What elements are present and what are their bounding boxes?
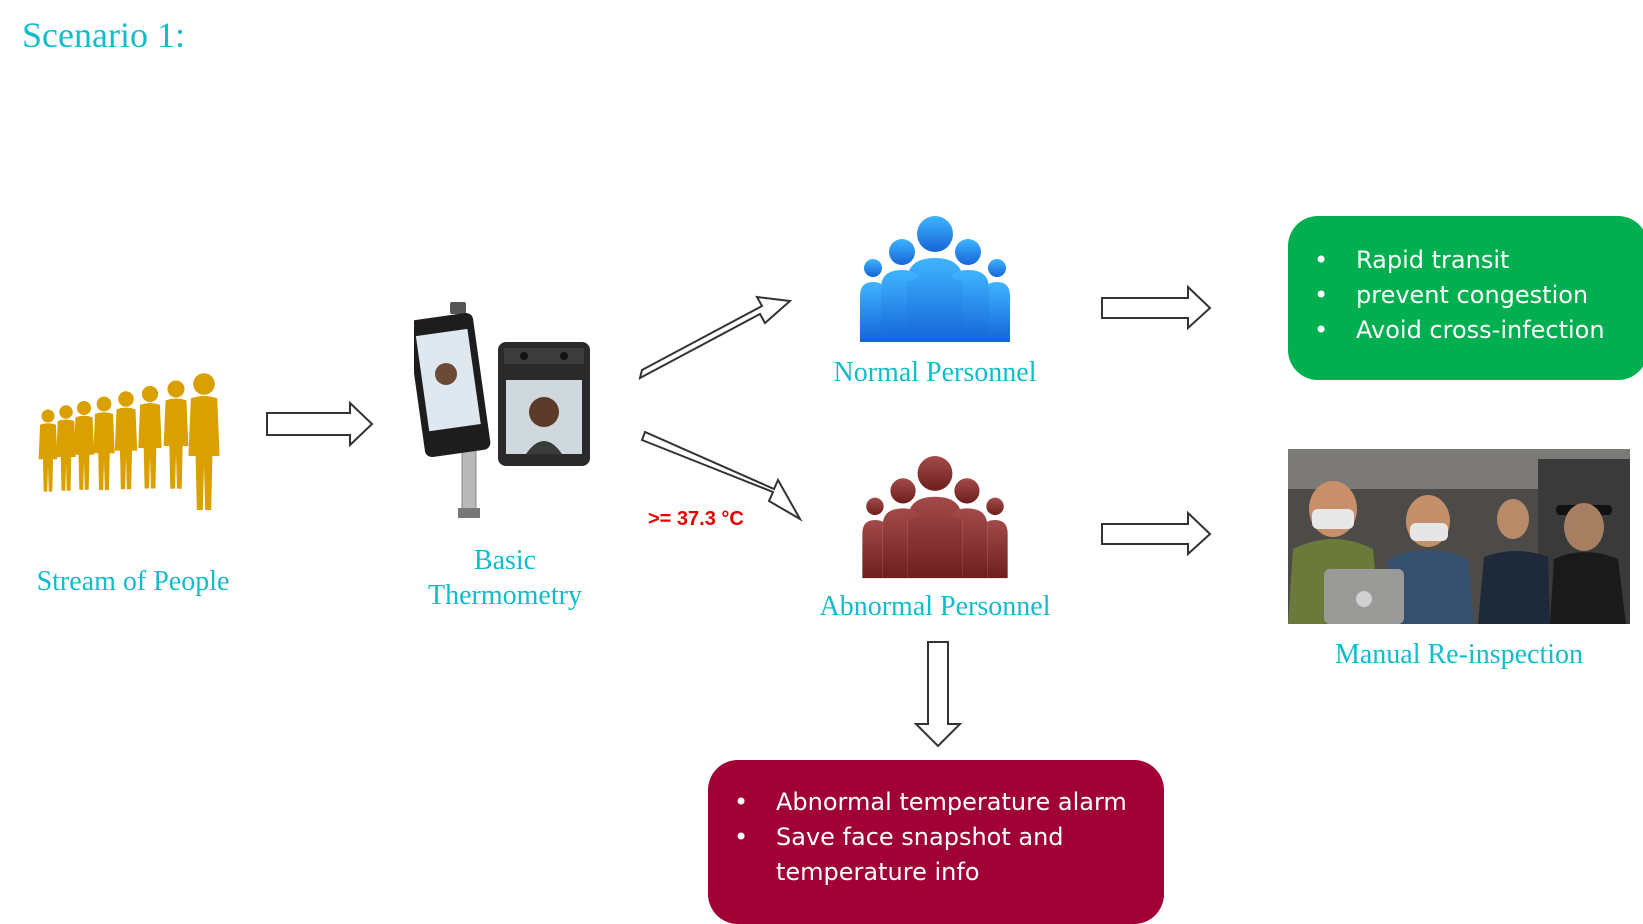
abnormal-outcome-item: Save face snapshot and temperature info (708, 820, 1164, 890)
abnormal-outcome-box: Abnormal temperature alarm Save face sna… (708, 760, 1164, 924)
arrow-normal-to-outcome (1101, 284, 1212, 331)
abnormal-outcome-line: Save face snapshot and (776, 823, 1064, 851)
page-title: Scenario 1: (22, 15, 185, 55)
people-queue-icon (38, 373, 220, 510)
abnormal-outcome-item: Abnormal temperature alarm (708, 785, 1164, 820)
normal-outcome-item: Avoid cross-infection (1288, 313, 1643, 348)
manual-reinspection-label: Manual Re-inspection (1334, 639, 1584, 670)
normal-personnel-label: Normal Personnel (833, 357, 1037, 388)
thermometry-terminal-icon (414, 302, 590, 518)
abnormal-personnel-label: Abnormal Personnel (819, 591, 1051, 622)
normal-group-icon (860, 216, 1010, 342)
basic-thermometry-line1: Basic (473, 545, 537, 576)
reinspection-photo (1288, 449, 1630, 624)
arrow-abnormal-to-alarm (913, 641, 963, 748)
normal-outcome-item: Rapid transit (1288, 243, 1643, 278)
arrow-stream-to-device (266, 400, 374, 448)
arrow-device-to-normal (638, 295, 793, 380)
abnormal-outcome-line: temperature info (776, 858, 980, 886)
threshold-label: >= 37.3 °C (648, 508, 744, 530)
arrow-abnormal-to-reinspection (1101, 510, 1212, 557)
reinspection-photo-illustration (1288, 449, 1630, 624)
basic-thermometry-line2: Thermometry (428, 580, 582, 611)
arrow-device-to-abnormal (640, 430, 803, 522)
normal-outcome-item: prevent congestion (1288, 278, 1643, 313)
abnormal-group-icon (862, 456, 1008, 579)
basic-thermometry-label: Basic Thermometry (380, 543, 630, 613)
stream-of-people-label: Stream of People (36, 566, 230, 597)
normal-outcome-box: Rapid transit prevent congestion Avoid c… (1288, 216, 1643, 380)
